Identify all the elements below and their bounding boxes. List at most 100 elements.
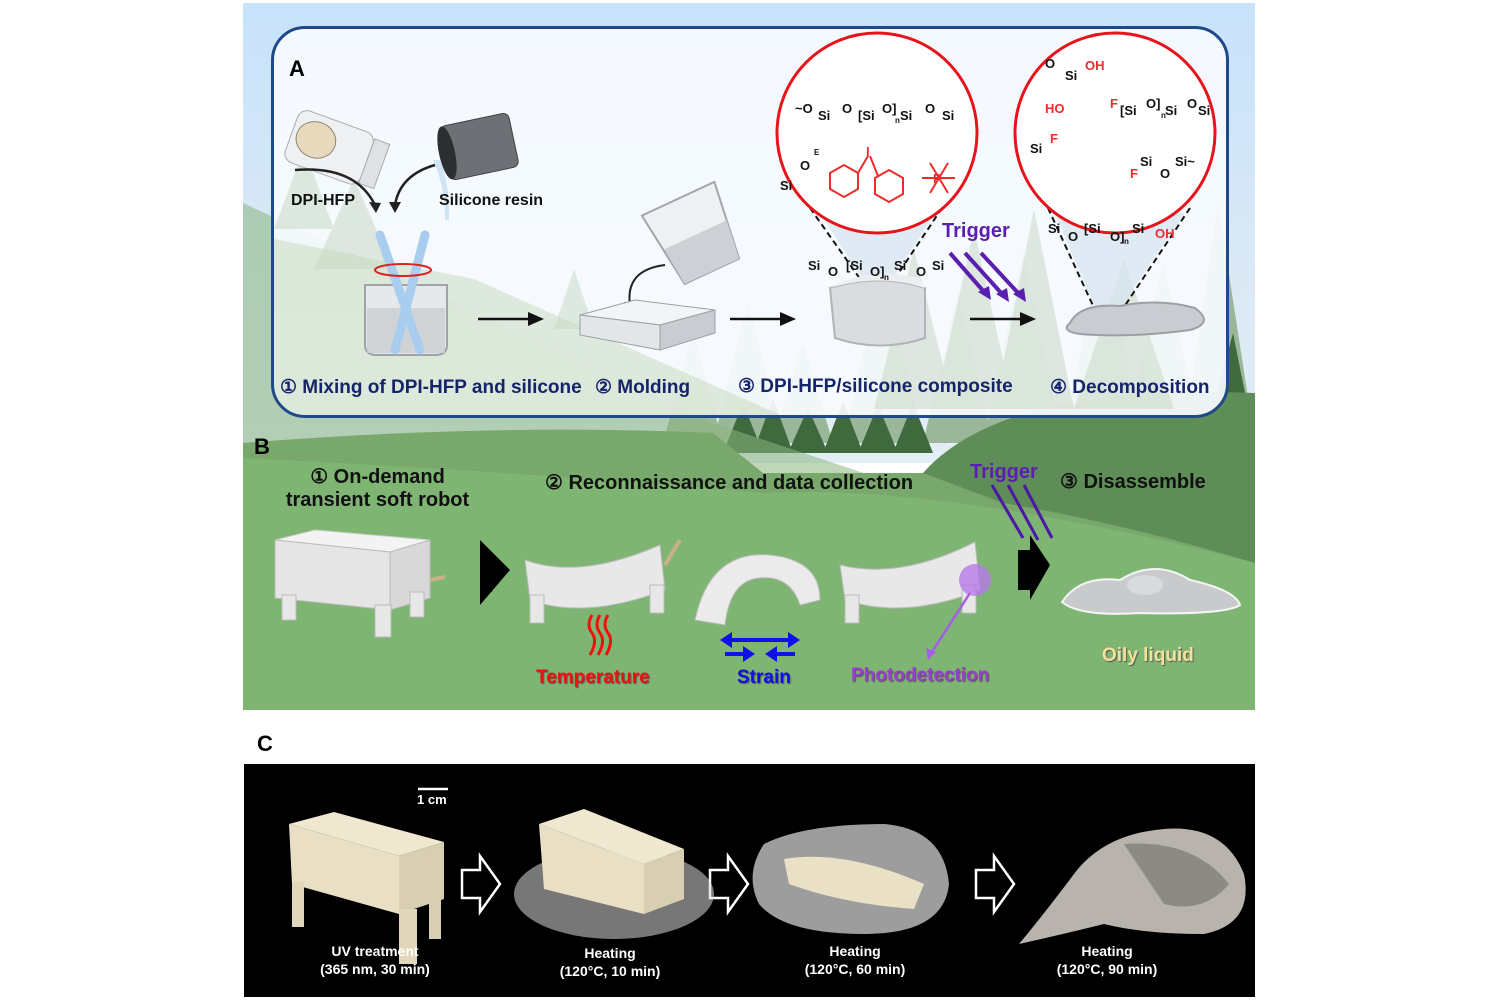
svg-text:Si: Si: [1132, 221, 1144, 236]
svg-text:O]: O]: [1110, 229, 1124, 244]
soft-robot-straight-icon: [274, 529, 446, 638]
svg-text:F: F: [1050, 131, 1058, 146]
label-strain: Strain: [737, 667, 791, 688]
process-arrow-3: [970, 312, 1036, 326]
b-title-on-demand-line1: ① On-demand: [310, 466, 445, 488]
powder-jar-icon: [284, 110, 391, 190]
svg-text:Si: Si: [1030, 141, 1042, 156]
svg-text:Si: Si: [1140, 154, 1152, 169]
label-photodetection: Photodetection: [851, 665, 990, 686]
stir-rotation-icon: [374, 263, 432, 277]
photo-heating-10min: [514, 809, 714, 939]
svg-text:O: O: [842, 101, 852, 116]
iodonium-salt-icon: [829, 155, 955, 204]
svg-text:O: O: [925, 101, 935, 116]
panel-b-trigger-rays-icon: [990, 484, 1054, 541]
svg-text:O]: O]: [1146, 96, 1160, 111]
soft-robot-bent-icon: [524, 538, 682, 624]
b-title-reconnaissance: ② Reconnaissance and data collection: [545, 472, 914, 494]
svg-text:Si: Si: [942, 108, 954, 123]
svg-text:O: O: [1160, 166, 1170, 181]
caption-2-line1: Heating: [584, 945, 636, 961]
step-label-mixing: ① Mixing of DPI-HFP and silicone: [280, 377, 582, 398]
panel-c-photo-strip: [244, 764, 1255, 997]
mixing-illustration: [284, 110, 519, 356]
caption-uv-treatment: UV treatment (365 nm, 30 min): [285, 942, 465, 978]
svg-text:F: F: [1110, 96, 1118, 111]
caption-4-line2: (120°C, 90 min): [1056, 961, 1158, 977]
svg-text:O: O: [1068, 229, 1078, 244]
scale-bar-label: 1 cm: [417, 792, 447, 807]
soft-robot-photodetect-icon: [839, 541, 991, 660]
arrow-powder: [294, 168, 377, 206]
b-step-arrow-2: [1030, 535, 1050, 600]
step-label-composite: ③ DPI-HFP/silicone composite: [738, 376, 1013, 397]
panel-b-art: [274, 484, 1242, 662]
caption-3-line1: Heating: [829, 943, 881, 959]
sequence-arrow-3: [974, 852, 1016, 916]
step-label-molding: ② Molding: [595, 377, 691, 398]
resin-can-icon: [437, 112, 519, 181]
oily-liquid-puddle-icon: [1060, 568, 1242, 615]
svg-text:Si: Si: [1048, 221, 1060, 236]
caption-heating-60: Heating (120°C, 60 min): [765, 942, 945, 978]
svg-text:I: I: [866, 144, 870, 159]
svg-text:HO: HO: [1045, 101, 1065, 116]
strain-arrows-icon: [720, 632, 800, 662]
svg-text:[Si: [Si: [1120, 103, 1137, 118]
svg-text:O: O: [916, 264, 926, 279]
label-temperature: Temperature: [536, 667, 650, 688]
svg-text:Si: Si: [900, 108, 912, 123]
label-oily-liquid: Oily liquid: [1102, 645, 1194, 666]
svg-text:Si: Si: [808, 258, 820, 273]
b-title-on-demand: ① On-demand transient soft robot: [265, 464, 490, 512]
svg-text:[Si: [Si: [1084, 221, 1101, 236]
composite-cube-icon: [828, 273, 926, 347]
svg-text:O]: O]: [882, 101, 896, 116]
b-title-disassemble: ③ Disassemble: [1060, 471, 1206, 493]
sequence-arrow-1: [460, 852, 502, 916]
svg-text:[Si: [Si: [858, 108, 875, 123]
oily-puddle-icon: [1065, 301, 1205, 337]
panel-b-trigger-label: Trigger: [970, 461, 1038, 483]
svg-text:n: n: [895, 116, 900, 125]
svg-text:Si~: Si~: [1175, 154, 1195, 169]
stir-rod-2: [390, 230, 430, 355]
panel-b-letter: B: [254, 434, 270, 459]
caption-4-line1: Heating: [1081, 943, 1133, 959]
measuring-cup-icon: [640, 180, 741, 286]
process-arrow-1: [478, 312, 544, 326]
svg-text:O]: O]: [870, 264, 884, 279]
chem-zoom-circle-after: [1013, 31, 1217, 235]
caption-1-line1: UV treatment: [331, 943, 419, 959]
caption-3-line2: (120°C, 60 min): [804, 961, 906, 977]
svg-text:Si: Si: [932, 258, 944, 273]
svg-text:n: n: [1124, 237, 1129, 246]
svg-text:n: n: [1161, 111, 1166, 120]
caption-heating-90: Heating (120°C, 90 min): [1017, 942, 1197, 978]
panel-a-letter: A: [289, 56, 305, 81]
svg-text:O: O: [1045, 56, 1055, 71]
chem-zoom-circle-before: [775, 31, 979, 235]
panel-a-trigger-label: Trigger: [942, 220, 1010, 242]
photo-uv-treated-robot: [289, 812, 444, 964]
label-dpi-hfp: DPI-HFP: [291, 192, 355, 209]
svg-text:n: n: [884, 273, 889, 282]
svg-text:Si: Si: [818, 108, 830, 123]
caption-1-line2: (365 nm, 30 min): [320, 961, 430, 977]
molding-illustration: [579, 180, 741, 351]
panel-a-trigger-rays-icon: [948, 251, 1026, 302]
svg-text:Si: Si: [894, 258, 906, 273]
svg-text:Si: Si: [1165, 103, 1177, 118]
arrow-resin: [393, 163, 436, 206]
process-arrow-2: [730, 312, 796, 326]
soft-robot-arched-icon: [694, 554, 821, 626]
stir-rod-1: [375, 230, 425, 355]
photo-heating-90min: [1019, 828, 1246, 944]
b-title-on-demand-line2: transient soft robot: [285, 489, 470, 511]
svg-text:P: P: [933, 171, 942, 186]
